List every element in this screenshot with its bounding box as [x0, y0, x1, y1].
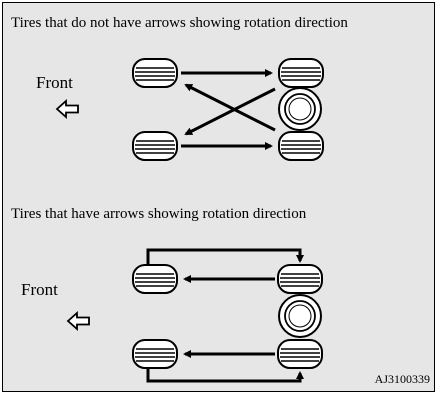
top-front-left-tire-icon — [132, 58, 178, 88]
rotation-diagram — [132, 58, 324, 383]
top-arrow-rear-right-to-front-left — [184, 83, 276, 132]
top-spare-tire-icon — [278, 87, 322, 131]
bottom-front-arrow-icon — [66, 310, 90, 332]
bottom-rear-right-tire-icon — [277, 339, 323, 369]
bottom-front-label: Front — [21, 280, 58, 299]
top-rear-right-tire-icon — [278, 131, 324, 161]
top-section-heading: Tires that do not have arrows showing ro… — [11, 15, 348, 31]
bottom-front-left-tire-icon — [132, 264, 178, 294]
figure-code: AJ3100339 — [374, 372, 430, 386]
top-front-label: Front — [36, 73, 73, 92]
top-front-arrow-icon — [55, 98, 79, 120]
figure-frame: Tires that do not have arrows showing ro… — [2, 2, 435, 392]
bottom-front-right-tire-icon — [132, 339, 178, 369]
bottom-arrow-front-to-rear-right — [146, 368, 304, 383]
bottom-section-heading: Tires that have arrows showing rotation … — [11, 206, 307, 222]
top-arrow-rear-left-to-front-right — [184, 87, 276, 136]
top-rear-left-tire-icon — [278, 58, 324, 88]
top-front-right-tire-icon — [132, 131, 178, 161]
bottom-spare-tire-icon — [278, 294, 322, 338]
bottom-arrow-front-to-rear-left — [146, 248, 304, 265]
bottom-rear-left-tire-icon — [277, 264, 323, 294]
